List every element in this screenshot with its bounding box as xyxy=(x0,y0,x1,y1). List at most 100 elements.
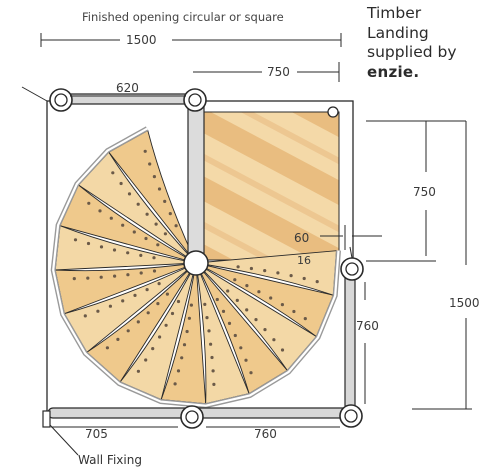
landing-note-line2: Landing xyxy=(367,23,429,42)
tread-stud xyxy=(143,149,147,153)
tread-stud xyxy=(302,276,306,281)
tread-stud xyxy=(163,199,167,203)
tread-stud xyxy=(136,320,140,324)
tread-stud xyxy=(136,369,140,373)
tread-stud xyxy=(72,277,76,281)
post-bottom-middle xyxy=(180,405,204,429)
tread-stud xyxy=(173,382,177,386)
tread-stud xyxy=(245,308,249,312)
tread-stud xyxy=(236,265,240,269)
tread-stud xyxy=(121,299,125,303)
post-top-middle xyxy=(183,88,207,112)
tread-stud xyxy=(187,316,191,320)
tread-stud xyxy=(263,328,267,332)
tread-stud xyxy=(254,318,258,322)
dim-landing-offset: 750 xyxy=(267,65,290,79)
tread-stud xyxy=(315,280,319,284)
tread-stud xyxy=(235,298,239,302)
tread-stud xyxy=(185,329,189,334)
tread-stud xyxy=(239,346,243,350)
tread-stud xyxy=(109,216,113,220)
tread-stud xyxy=(127,192,132,196)
tread-stud xyxy=(126,273,130,277)
tread-stud xyxy=(176,369,181,373)
landing-note: Timber Landing supplied by enzie. xyxy=(367,4,457,82)
tread-stud xyxy=(87,201,91,205)
tread-stud xyxy=(73,238,78,242)
tread-stud xyxy=(164,323,168,327)
dimension-lines xyxy=(40,33,472,428)
dim-gap-tiny: 16 xyxy=(297,254,311,267)
post-bottom-right xyxy=(339,404,363,428)
dim-left-top-span: 620 xyxy=(116,81,139,95)
tread-stud xyxy=(249,266,253,271)
post-right xyxy=(340,257,364,281)
tread-stud xyxy=(244,358,248,362)
post-top-right xyxy=(327,106,339,118)
tread-stud xyxy=(152,269,157,273)
dim-bottom-right-span: 760 xyxy=(254,427,277,441)
centre-column xyxy=(187,99,205,263)
wall-fixing-leader xyxy=(49,424,79,456)
landing-note-line1: Timber xyxy=(367,4,422,22)
tread-stud xyxy=(168,212,172,216)
tread-stud xyxy=(152,175,156,179)
dim-landing-depth: 750 xyxy=(413,185,436,199)
tread-stud xyxy=(98,209,102,213)
tread-stud xyxy=(165,292,169,296)
tread-stud xyxy=(132,230,136,234)
tread-stud xyxy=(99,245,104,249)
diagram-title: Finished opening circular or square xyxy=(82,10,284,24)
tread-stud xyxy=(163,232,167,236)
tread-stud xyxy=(210,355,214,360)
tread-stud xyxy=(119,181,123,186)
tread-stud xyxy=(203,302,207,306)
tread-stud xyxy=(121,223,125,227)
tread-stud xyxy=(86,276,90,280)
tread-stud xyxy=(233,278,237,282)
tread-stud xyxy=(152,256,156,260)
tread-stud xyxy=(221,309,226,313)
tread-stud xyxy=(226,289,230,293)
tread-stud xyxy=(139,271,143,275)
tread-stud xyxy=(170,311,175,316)
tread-stud xyxy=(176,299,181,304)
centre-post xyxy=(183,250,209,276)
tread-stud xyxy=(158,335,162,339)
tread-stud xyxy=(292,309,296,314)
post-top-left xyxy=(49,88,73,112)
dim-overall-width: 1500 xyxy=(126,33,157,47)
tread-stud xyxy=(180,356,184,360)
wall-fixing-plate xyxy=(42,410,51,428)
leader-left xyxy=(21,86,48,102)
timber-landing xyxy=(192,111,340,261)
tread-stud xyxy=(276,271,280,275)
dim-right-span: 760 xyxy=(356,319,379,333)
tread-stud xyxy=(105,346,109,350)
right-balustrade xyxy=(344,269,356,411)
tread-stud xyxy=(126,251,130,255)
tread-stud xyxy=(215,297,219,302)
tread-stud xyxy=(263,269,267,273)
tread-stud xyxy=(96,309,100,313)
tread-stud xyxy=(280,348,285,352)
wall-fixing-label: Wall Fixing xyxy=(78,453,142,467)
dim-gap-small: 60 xyxy=(294,231,310,245)
tread-stud xyxy=(157,187,162,191)
tread-stud xyxy=(269,296,273,300)
tread-stud xyxy=(156,302,160,306)
tread-stud xyxy=(207,329,211,333)
tread-stud xyxy=(144,358,148,362)
tread-stud xyxy=(113,274,117,278)
tread-stud xyxy=(157,282,161,286)
tread-stud xyxy=(257,290,261,294)
tread-stud xyxy=(151,347,155,351)
tread-stud xyxy=(233,333,237,338)
landing-note-line3: supplied by xyxy=(367,43,457,61)
tread-studs xyxy=(72,149,319,386)
tread-stud xyxy=(303,317,307,321)
tread-stud xyxy=(182,343,187,347)
tread-stud xyxy=(145,288,149,292)
tread-stud xyxy=(83,314,87,318)
